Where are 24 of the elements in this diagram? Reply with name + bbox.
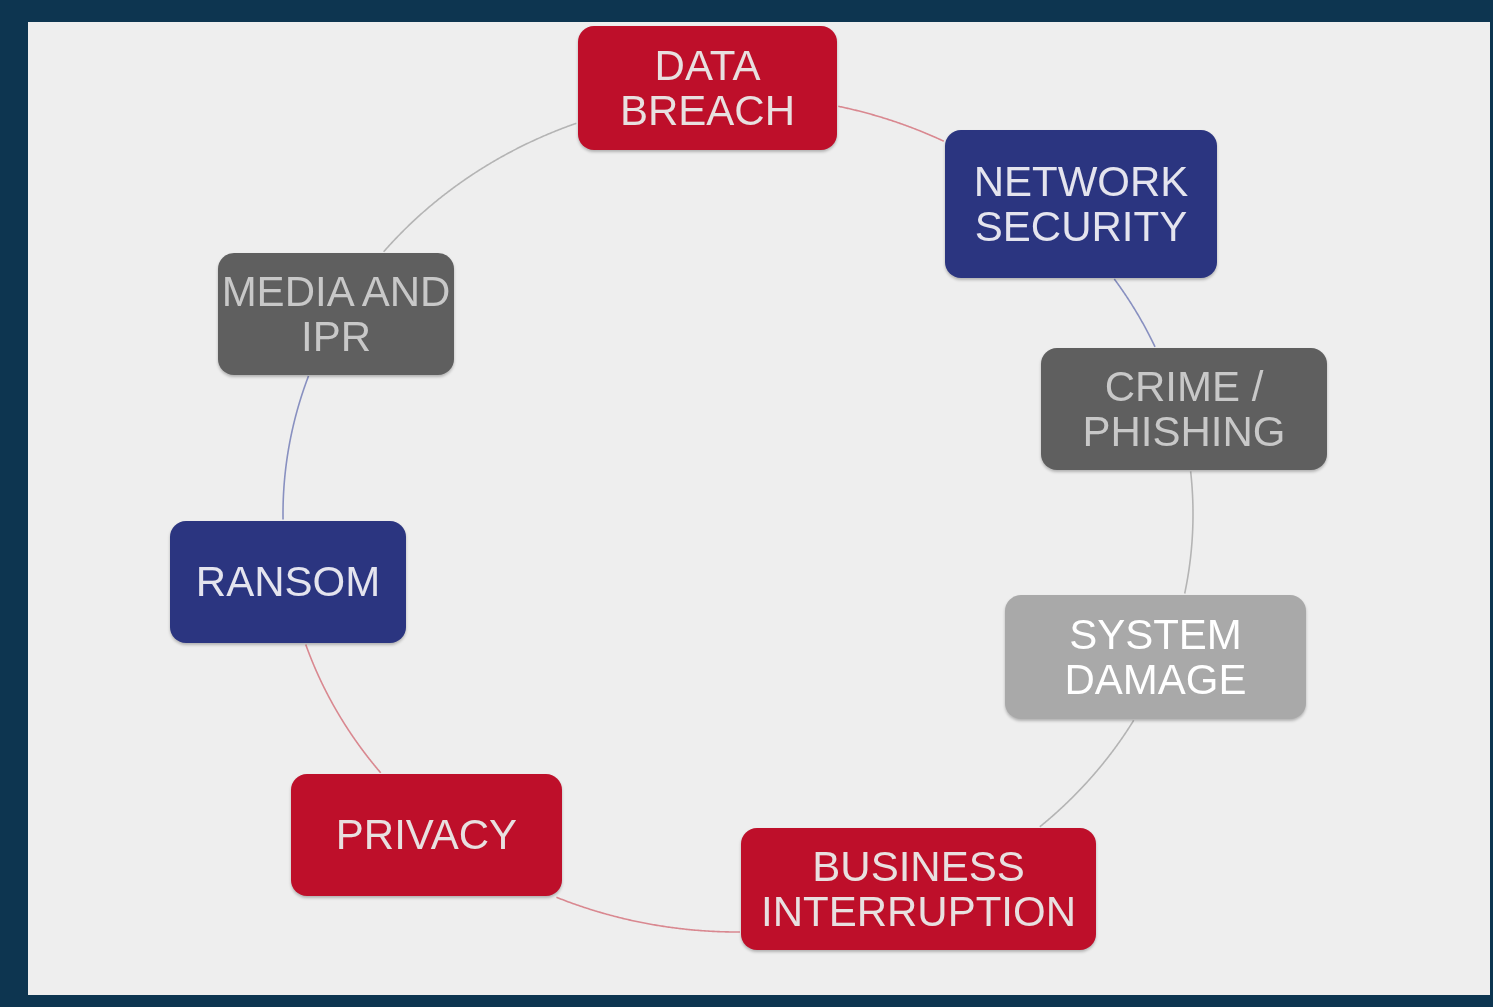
connector-arc bbox=[1183, 470, 1194, 595]
category-label: CRIME / PHISHING bbox=[1081, 363, 1287, 455]
category-box bbox=[741, 828, 1096, 950]
connector-arc bbox=[304, 643, 382, 774]
connector-arc bbox=[1113, 278, 1156, 348]
category-box bbox=[1041, 348, 1327, 470]
category-box bbox=[1005, 595, 1306, 719]
category-label: PRIVACY bbox=[335, 812, 518, 858]
category-box bbox=[170, 521, 406, 643]
connector-arc bbox=[1039, 719, 1135, 828]
category-box bbox=[945, 130, 1217, 278]
category-label: RANSOM bbox=[195, 559, 381, 605]
connector-arc bbox=[837, 105, 945, 142]
connector-arc bbox=[282, 375, 310, 521]
connector-arc bbox=[555, 896, 741, 933]
category-label: NETWORK SECURITY bbox=[972, 158, 1190, 250]
category-label: DATA BREACH bbox=[618, 42, 796, 134]
category-label: MEDIA AND IPR bbox=[220, 268, 452, 360]
category-label: BUSINESS INTERRUPTION bbox=[760, 843, 1077, 935]
connector-arc bbox=[382, 122, 578, 253]
category-box bbox=[578, 26, 837, 150]
category-box bbox=[291, 774, 562, 896]
category-box bbox=[218, 253, 454, 375]
category-label: SYSTEM DAMAGE bbox=[1063, 611, 1248, 703]
